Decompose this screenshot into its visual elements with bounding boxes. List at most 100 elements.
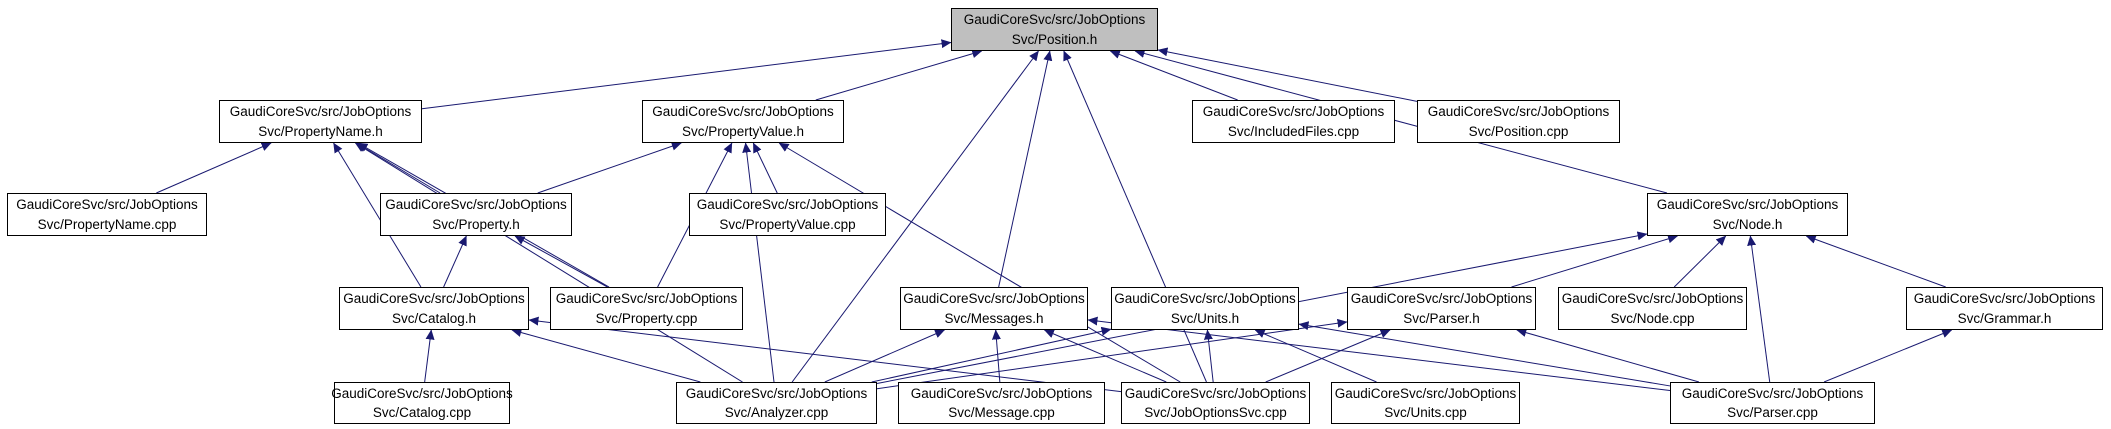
include-edge-property_h-to-propertyname_h (356, 142, 441, 194)
node-label-line: GaudiCoreSvc/src/JobOptions (903, 291, 1085, 307)
include-edge-grammar_h-to-node_h (1805, 235, 1946, 288)
node-label-line: GaudiCoreSvc/src/JobOptions (385, 197, 567, 213)
node-label-line: GaudiCoreSvc/src/JobOptions (343, 291, 525, 307)
include-edge-messages_h-to-position_h (998, 50, 1053, 288)
include-edge-property_cpp-to-property_h (514, 235, 608, 288)
node-label-line: Svc/Catalog.cpp (372, 405, 472, 420)
include-edge-analyzer_cpp-to-units_h (871, 326, 1112, 383)
include-edge-joboptionssvc_cpp-to-catalog_h (528, 316, 1122, 393)
node-label-line: Svc/IncludedFiles.cpp (1227, 123, 1360, 139)
include-edge-joboptionssvc_cpp-to-position_h (1063, 50, 1207, 383)
node-label-line: Svc/PropertyValue.cpp (719, 216, 856, 232)
include-edge-propertyvalue_h-to-position_h (815, 49, 983, 101)
node-label-line: Svc/Property.h (432, 216, 520, 232)
include-edge-analyzer_cpp-to-catalog_h (511, 328, 701, 383)
node-label-line: Svc/Property.cpp (595, 310, 698, 326)
include-edge-message_cpp-to-messages_h (991, 329, 1001, 383)
include-edge-parser_cpp-to-node_h (1747, 235, 1771, 383)
node-label-line: GaudiCoreSvc/src/JobOptions (1913, 291, 2096, 307)
node-label-line: GaudiCoreSvc/src/JobOptions (1681, 385, 1864, 401)
node-label-line: Svc/Node.cpp (1610, 310, 1695, 326)
node-label-line: Svc/Position.cpp (1468, 123, 1569, 139)
node-label-line: Svc/JobOptionsSvc.cpp (1144, 405, 1287, 420)
include-edge-parser_h-to-node_h (1511, 234, 1678, 288)
include-edge-node_cpp-to-node_h (1673, 235, 1727, 288)
node-label-line: GaudiCoreSvc/src/JobOptions (555, 291, 738, 307)
node-label-line: GaudiCoreSvc/src/JobOptions (331, 385, 513, 401)
include-edge-parser_cpp-to-parser_h (1516, 328, 1700, 383)
node-label-line: GaudiCoreSvc/src/JobOptions (229, 104, 412, 120)
include-edge-joboptionssvc_cpp-to-units_h (1203, 329, 1214, 383)
node-label-line: GaudiCoreSvc/src/JobOptions (963, 12, 1146, 28)
node-label-line: GaudiCoreSvc/src/JobOptions (1427, 104, 1610, 120)
node-label-line: Svc/Messages.h (944, 310, 1044, 326)
node-label-line: GaudiCoreSvc/src/JobOptions (652, 104, 834, 120)
include-edge-catalog_cpp-to-catalog_h (424, 329, 435, 383)
include-edge-catalog_h-to-propertyname_h (333, 142, 422, 288)
include-edge-units_cpp-to-units_h (1254, 329, 1377, 383)
node-label-line: Svc/Analyzer.cpp (724, 405, 829, 420)
node-label-line: GaudiCoreSvc/src/JobOptions (1350, 291, 1533, 307)
include-edge-joboptionssvc_cpp-to-parser_h (1265, 329, 1391, 383)
include-edge-node_h-to-position_h (1134, 49, 1668, 194)
include-edge-includedfiles_cpp-to-position_h (1109, 50, 1238, 101)
include-edge-propertyvalue_cpp-to-propertyvalue_h (752, 142, 778, 194)
node-label-line: Svc/Catalog.h (391, 310, 477, 326)
node-label-line: GaudiCoreSvc/src/JobOptions (910, 385, 1093, 401)
include-edge-analyzer_cpp-to-messages_h (824, 329, 945, 383)
node-label-line: Svc/PropertyName.h (258, 123, 383, 139)
include-edge-parser_cpp-to-messages_h (1087, 316, 1671, 392)
include-edge-analyzer_cpp-to-position_h (791, 50, 1039, 383)
include-edge-analyzer_cpp-to-propertyvalue_h (742, 142, 775, 383)
include-edge-parser_cpp-to-units_h (1298, 321, 1671, 387)
include-edge-analyzer_cpp-to-parser_h (876, 318, 1348, 390)
include-edge-parser_cpp-to-grammar_h (1823, 329, 1953, 383)
include-edge-propertyname_h-to-position_h (421, 39, 952, 110)
node-label-line: Svc/Parser.h (1403, 310, 1480, 326)
node-label-line: Svc/Units.cpp (1384, 405, 1467, 420)
node-label-line: Svc/Node.h (1712, 216, 1783, 232)
node-label-line: GaudiCoreSvc/src/JobOptions (1202, 104, 1385, 120)
include-edge-propertyname_cpp-to-propertyname_h (156, 142, 272, 194)
node-label-line: GaudiCoreSvc/src/JobOptions (1334, 385, 1517, 401)
include-edge-joboptionssvc_cpp-to-propertyvalue_h (778, 142, 1181, 383)
include-edge-property_h-to-propertyvalue_h (537, 141, 682, 194)
node-label-line: GaudiCoreSvc/src/JobOptions (696, 197, 879, 213)
node-label-line: GaudiCoreSvc/src/JobOptions (1561, 291, 1744, 307)
node-label-line: GaudiCoreSvc/src/JobOptions (1124, 385, 1307, 401)
node-label-line: GaudiCoreSvc/src/JobOptions (1114, 291, 1296, 307)
node-label-line: Svc/Units.h (1170, 310, 1240, 326)
node-label-line: Svc/Grammar.h (1957, 310, 2052, 326)
node-label-line: Svc/Position.h (1011, 31, 1098, 47)
include-edge-analyzer_cpp-to-propertyname_h (354, 142, 743, 383)
node-label-line: Svc/PropertyValue.h (681, 123, 805, 139)
node-label-line: Svc/Parser.cpp (1727, 405, 1818, 420)
node-label-line: Svc/Message.cpp (948, 405, 1055, 420)
node-label-line: GaudiCoreSvc/src/JobOptions (685, 385, 868, 401)
node-label-line: Svc/PropertyName.cpp (37, 216, 177, 232)
